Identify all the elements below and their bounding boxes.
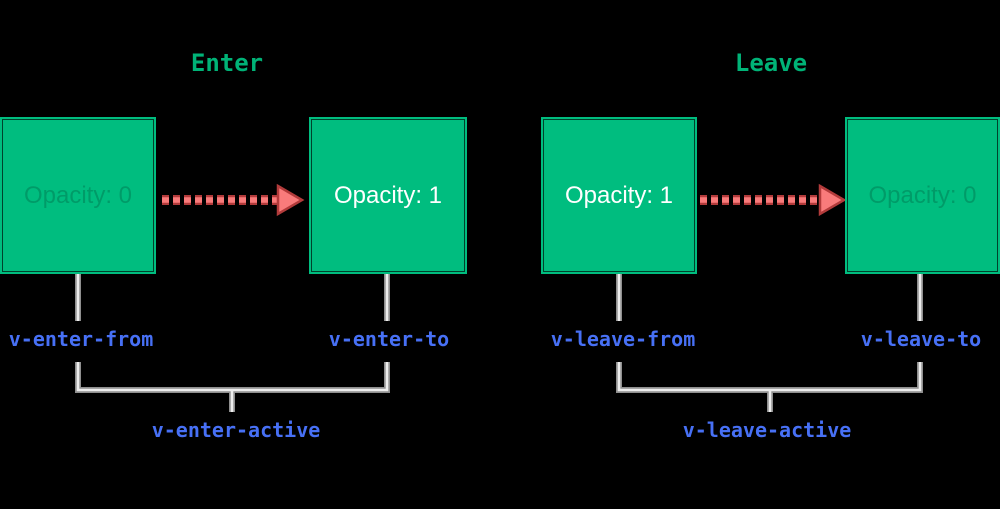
leave-section-title: Leave bbox=[734, 49, 808, 77]
enter-from-box: Opacity: 0 bbox=[0, 117, 156, 274]
leave-active-class-label: v-leave-active bbox=[682, 418, 852, 442]
enter-from-box-label: Opacity: 0 bbox=[23, 181, 133, 209]
leave-to-box-label: Opacity: 0 bbox=[868, 181, 977, 209]
enter-from-class-label: v-enter-from bbox=[8, 327, 154, 351]
leave-to-class-label: v-leave-to bbox=[860, 327, 982, 351]
leave-from-class-label: v-leave-from bbox=[550, 327, 696, 351]
leave-from-box: Opacity: 1 bbox=[541, 117, 697, 274]
leave-from-box-label: Opacity: 1 bbox=[564, 181, 674, 209]
leave-active-bracket bbox=[616, 362, 923, 412]
enter-to-box-label: Opacity: 1 bbox=[333, 181, 443, 209]
leave-to-box: Opacity: 0 bbox=[845, 117, 1000, 274]
enter-to-class-label: v-enter-to bbox=[328, 327, 450, 351]
enter-to-box: Opacity: 1 bbox=[309, 117, 467, 274]
stem-lines bbox=[75, 274, 923, 321]
enter-active-class-label: v-enter-active bbox=[151, 418, 321, 442]
leave-arrow-icon bbox=[700, 183, 847, 217]
enter-section-title: Enter bbox=[190, 49, 264, 77]
enter-arrow-icon bbox=[162, 183, 305, 217]
enter-active-bracket bbox=[75, 362, 390, 412]
